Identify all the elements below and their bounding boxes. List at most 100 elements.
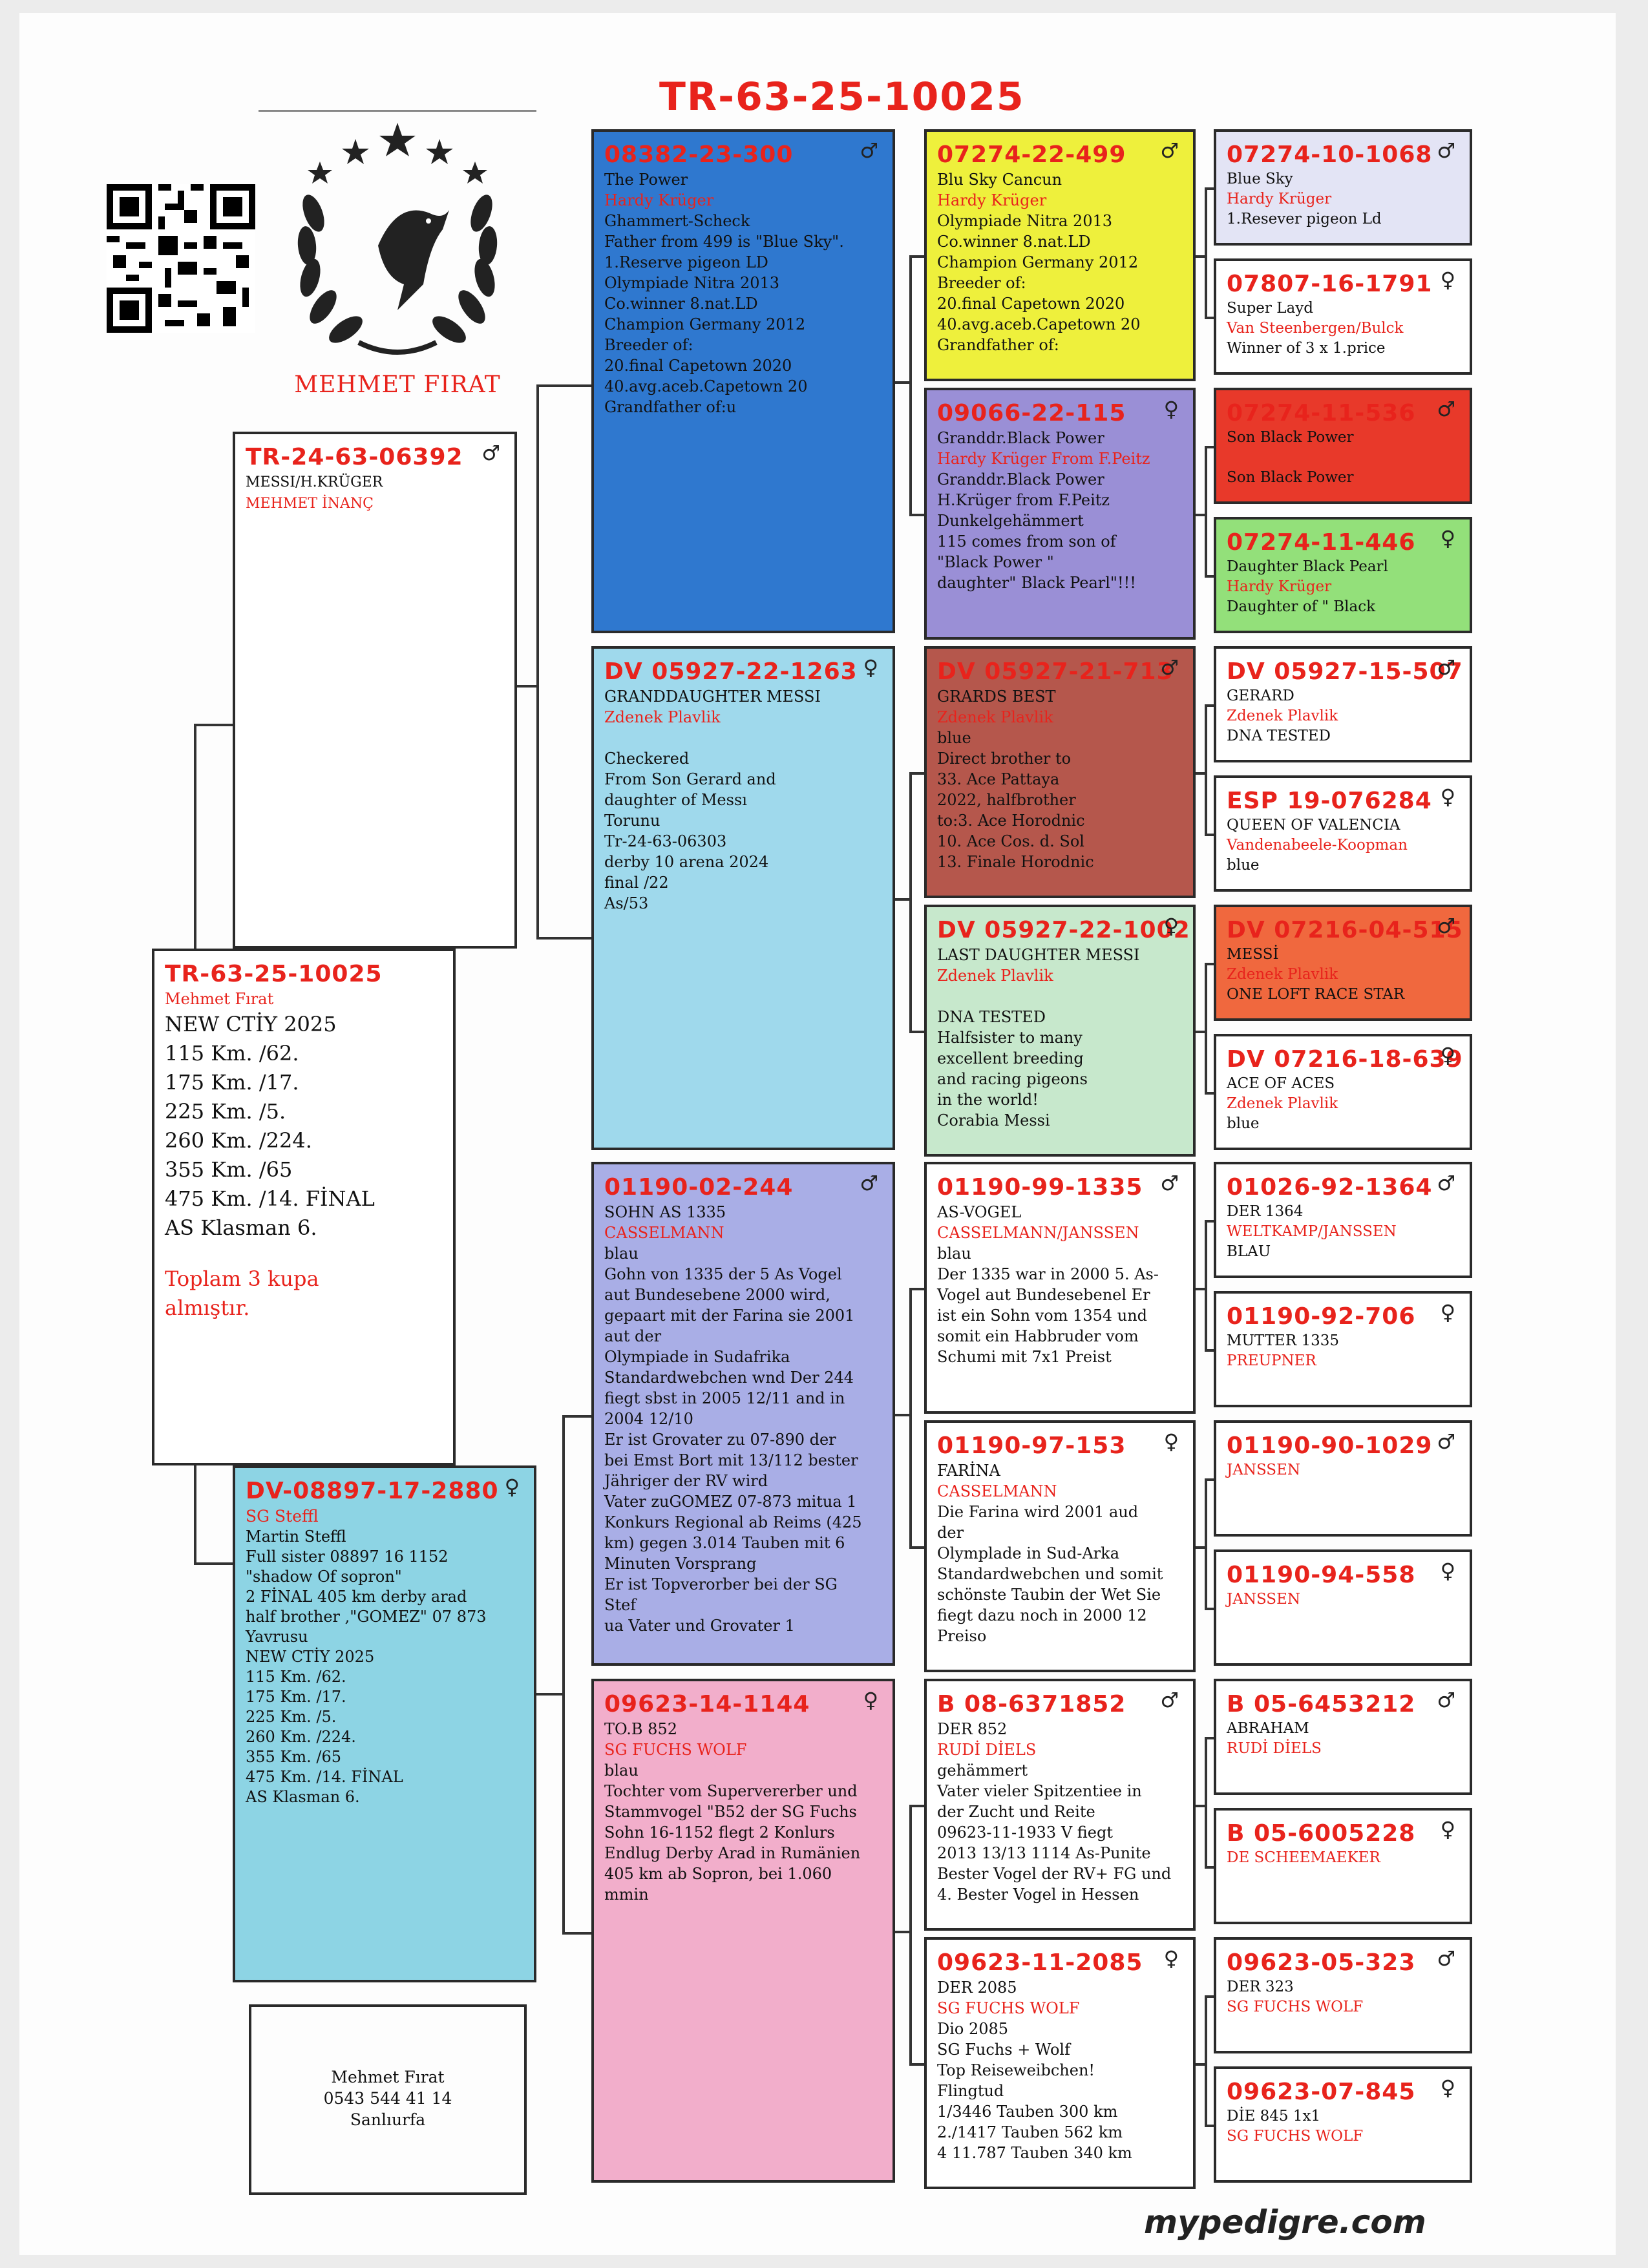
g4-card[interactable]: 01190-94-558♀JANSSEN [1214, 1549, 1472, 1666]
breeder-name: Hardy Krüger From F.Peitz [937, 450, 1150, 468]
detail-line: 175 Km. /17. [246, 1688, 346, 1706]
pigeon-id: 07274-10-1068 [1227, 142, 1433, 168]
pigeon-name: MUTTER 1335 [1227, 1332, 1339, 1349]
breeder-name: Hardy Krüger [1227, 578, 1332, 595]
detail-line: Son Black Power [1227, 469, 1354, 486]
connector-line [909, 255, 924, 258]
detail-line: Full sister 08897 16 1152 [246, 1548, 449, 1566]
pigeon-id: B 05-6453212 [1227, 1691, 1416, 1717]
detail-line: Winner of 3 x 1.price [1227, 340, 1386, 357]
pigeon-name: ACE OF ACES [1227, 1075, 1335, 1092]
connector-line [194, 724, 196, 949]
pigeon-name: QUEEN OF VALENCIA [1227, 817, 1400, 834]
male-icon: ♂ [1160, 138, 1179, 163]
main-id: TR-63-25-10025 [165, 961, 383, 987]
connector-line [562, 1415, 565, 1932]
sire-name: MESSI/H.KRÜGER [246, 474, 383, 490]
detail-line: daughter of Messı [604, 791, 747, 809]
pigeon-name: MESSİ [1227, 946, 1279, 963]
detail-line: Schumi mit 7x1 Preist [937, 1348, 1112, 1366]
detail-line: Champion Germany 2012 [604, 315, 806, 333]
detail-line: 405 km ab Sopron, bei 1.060 [604, 1865, 832, 1883]
connector-line [1196, 772, 1205, 775]
pigeon-id: DV 05927-21-713 [937, 658, 1174, 685]
dam-card[interactable]: DV-08897-17-2880 ♀ SG Steffl Martin Stef… [233, 1465, 536, 1982]
detail-line: AS Klasman 6. [246, 1788, 360, 1806]
connector-line [909, 1288, 924, 1290]
breeder-name: RUDİ DİELS [937, 1741, 1037, 1759]
pigeon-name: FARİNA [937, 1462, 1000, 1480]
connector-line [1196, 2063, 1205, 2066]
detail-line: Die Farina wird 2001 aud [937, 1503, 1139, 1521]
detail-line: bei Emst Bort mit 13/112 bester [604, 1451, 858, 1469]
detail-line: 10. Ace Cos. d. Sol [937, 832, 1084, 850]
g4-card[interactable]: 01190-90-1029♂JANSSEN [1214, 1420, 1472, 1537]
pigeon-id: 01026-92-1364 [1227, 1174, 1433, 1201]
qr-code[interactable] [107, 184, 255, 333]
breeder-name: Zdenek Plavlik [1227, 708, 1338, 724]
female-icon: ♀ [1163, 397, 1179, 421]
breeder-name: RUDİ DİELS [1227, 1740, 1322, 1757]
detail-line [604, 728, 882, 748]
connector-line [1205, 187, 1214, 190]
detail-line: km) gegen 3.014 Tauben mit 6 [604, 1534, 845, 1552]
sire-card[interactable]: TR-24-63-06392 ♂ MESSI/H.KRÜGER MEHMET İ… [233, 432, 517, 949]
breeder-name: CASSELMANN [604, 1224, 724, 1242]
breeder-name: SG FUCHS WOLF [1227, 1999, 1364, 2015]
female-icon: ♀ [1163, 1946, 1179, 1971]
main-card[interactable]: TR-63-25-10025 Mehmet Fırat NEW CTİY 202… [152, 949, 456, 1465]
detail-line: SG Fuchs + Wolf [937, 2041, 1070, 2059]
pigeon-name: ABRAHAM [1227, 1720, 1309, 1737]
g4-card[interactable]: B 05-6453212 ♂ ABRAHAM RUDİ DİELS [1214, 1679, 1472, 1795]
footer-brand[interactable]: mypedigre.com [1144, 2203, 1426, 2241]
pigeon-name: DER 2085 [937, 1979, 1017, 1997]
connector-line [895, 381, 909, 384]
female-icon: ♀ [1440, 1817, 1455, 1842]
female-icon: ♀ [1440, 784, 1455, 809]
breeder-name: WELTKAMP/JANSSEN [1227, 1223, 1397, 1240]
breeder-name: Hardy Krüger [604, 191, 714, 209]
detail-line: Preiso [937, 1627, 987, 1645]
detail-line: fiegt dazu noch in 2000 12 [937, 1606, 1147, 1624]
detail-line: Grandfather of:u [604, 398, 737, 416]
detail-line: Checkered [604, 750, 690, 768]
detail-line: der [937, 1524, 964, 1542]
detail-line: Direct brother to [937, 750, 1072, 768]
connector-line [895, 1414, 909, 1416]
result-line: 115 Km. /62. [165, 1041, 299, 1066]
detail-line: ONE LOFT RACE STAR [1227, 986, 1405, 1003]
pigeon-name: Daughter Black Pearl [1227, 558, 1388, 575]
detail-line: BLAU [1227, 1243, 1271, 1260]
g4-card[interactable]: B 05-6005228♀DE SCHEEMAEKER [1214, 1808, 1472, 1924]
detail-line [1227, 448, 1459, 468]
female-icon: ♀ [1440, 1559, 1455, 1583]
breeder-name: Zdenek Plavlik [604, 708, 721, 726]
male-icon: ♂ [1437, 1688, 1455, 1712]
pigeon-id: 07274-11-446 [1227, 529, 1416, 556]
detail-line: 225 Km. /5. [246, 1708, 337, 1726]
